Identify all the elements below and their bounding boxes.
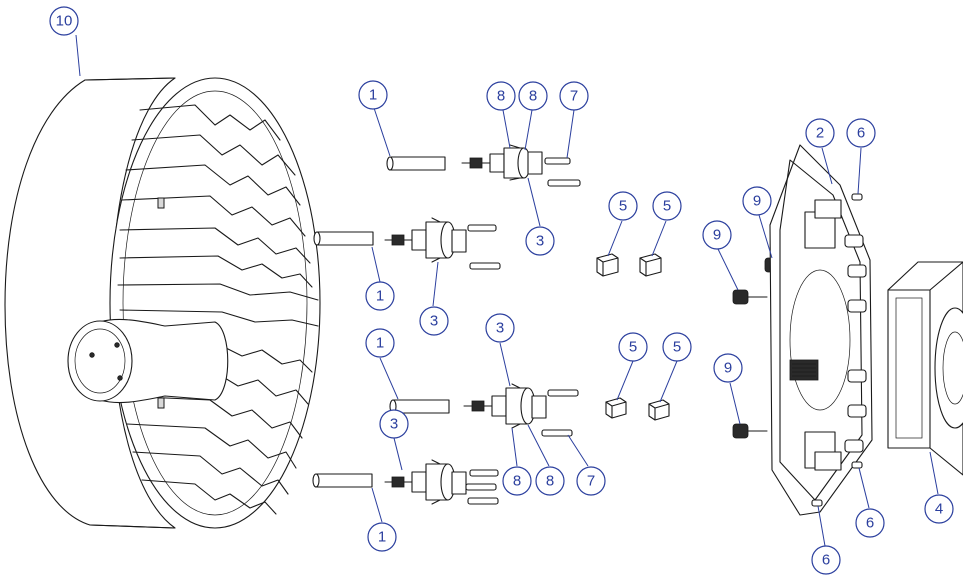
callout-3a-label: 3 xyxy=(536,233,544,250)
callout-3d-label: 3 xyxy=(390,416,398,433)
mounting-plate xyxy=(769,144,873,516)
callout-1d: 1 xyxy=(367,522,397,552)
callout-8c-label: 8 xyxy=(513,473,521,490)
socket-assembly-top xyxy=(461,144,581,187)
heatsink xyxy=(4,77,321,529)
callout-1c-label: 1 xyxy=(376,335,384,352)
heatsink-hub xyxy=(67,318,229,404)
callout-6b: 6 xyxy=(855,508,885,538)
callout-2: 2 xyxy=(805,118,835,148)
callout-10: 10 xyxy=(49,6,79,36)
socket-assembly-bottom xyxy=(384,459,499,505)
callout-8a: 8 xyxy=(486,81,516,111)
callout-1b: 1 xyxy=(365,281,395,311)
callout-10-label: 10 xyxy=(56,13,73,30)
rod-upper-right xyxy=(386,156,446,171)
callout-7b-label: 7 xyxy=(587,473,595,490)
callout-9a-label: 9 xyxy=(753,193,761,210)
callout-7a-label: 7 xyxy=(570,88,578,105)
callout-2-label: 2 xyxy=(816,125,824,142)
callout-8b: 8 xyxy=(518,81,548,111)
heatsink-fins xyxy=(117,104,319,515)
callout-9c: 9 xyxy=(713,353,743,383)
spacer-blocks xyxy=(596,253,670,421)
callout-5b-label: 5 xyxy=(663,198,671,215)
callout-7a: 7 xyxy=(559,81,589,111)
callout-4: 4 xyxy=(924,494,954,524)
callout-1b-label: 1 xyxy=(376,288,384,305)
callout-3c-label: 3 xyxy=(496,320,504,337)
callout-3b-label: 3 xyxy=(430,313,438,330)
leader-lines xyxy=(75,34,939,547)
callout-5d-label: 5 xyxy=(673,339,681,356)
callout-7b: 7 xyxy=(576,466,606,496)
rod-lower-right xyxy=(389,399,450,414)
callout-8d-label: 8 xyxy=(546,473,554,490)
callout-3a: 3 xyxy=(525,226,555,256)
callout-8b-label: 8 xyxy=(529,88,537,105)
callout-6a: 6 xyxy=(846,118,876,148)
callout-1c: 1 xyxy=(365,328,395,358)
socket-assembly-lower xyxy=(463,383,579,437)
callout-9b: 9 xyxy=(702,220,732,250)
fan xyxy=(887,261,963,476)
callout-6a-label: 6 xyxy=(857,125,865,142)
callout-1d-label: 1 xyxy=(378,529,386,546)
callout-5a: 5 xyxy=(608,191,638,221)
callout-3d: 3 xyxy=(379,409,409,439)
callout-5c-label: 5 xyxy=(629,339,637,356)
callout-1a-label: 1 xyxy=(369,87,377,104)
socket-assembly-middle xyxy=(384,217,501,270)
rod-bottom xyxy=(312,473,373,488)
callout-5d: 5 xyxy=(662,332,692,362)
rod-middle xyxy=(313,231,374,246)
callout-6c-label: 6 xyxy=(822,552,830,569)
callout-3b: 3 xyxy=(419,306,449,336)
callout-8a-label: 8 xyxy=(497,88,505,105)
callout-5c: 5 xyxy=(618,332,648,362)
callout-8c: 8 xyxy=(502,466,532,496)
callout-8d: 8 xyxy=(535,466,565,496)
callout-5a-label: 5 xyxy=(619,198,627,215)
callout-9c-label: 9 xyxy=(724,360,732,377)
callout-6c: 6 xyxy=(811,545,841,575)
callout-1a: 1 xyxy=(358,80,388,110)
callout-9a: 9 xyxy=(742,186,772,216)
callout-3c: 3 xyxy=(485,313,515,343)
callout-4-label: 4 xyxy=(935,501,943,518)
callout-5b: 5 xyxy=(652,191,682,221)
callout-9b-label: 9 xyxy=(713,227,721,244)
callout-6b-label: 6 xyxy=(866,515,874,532)
